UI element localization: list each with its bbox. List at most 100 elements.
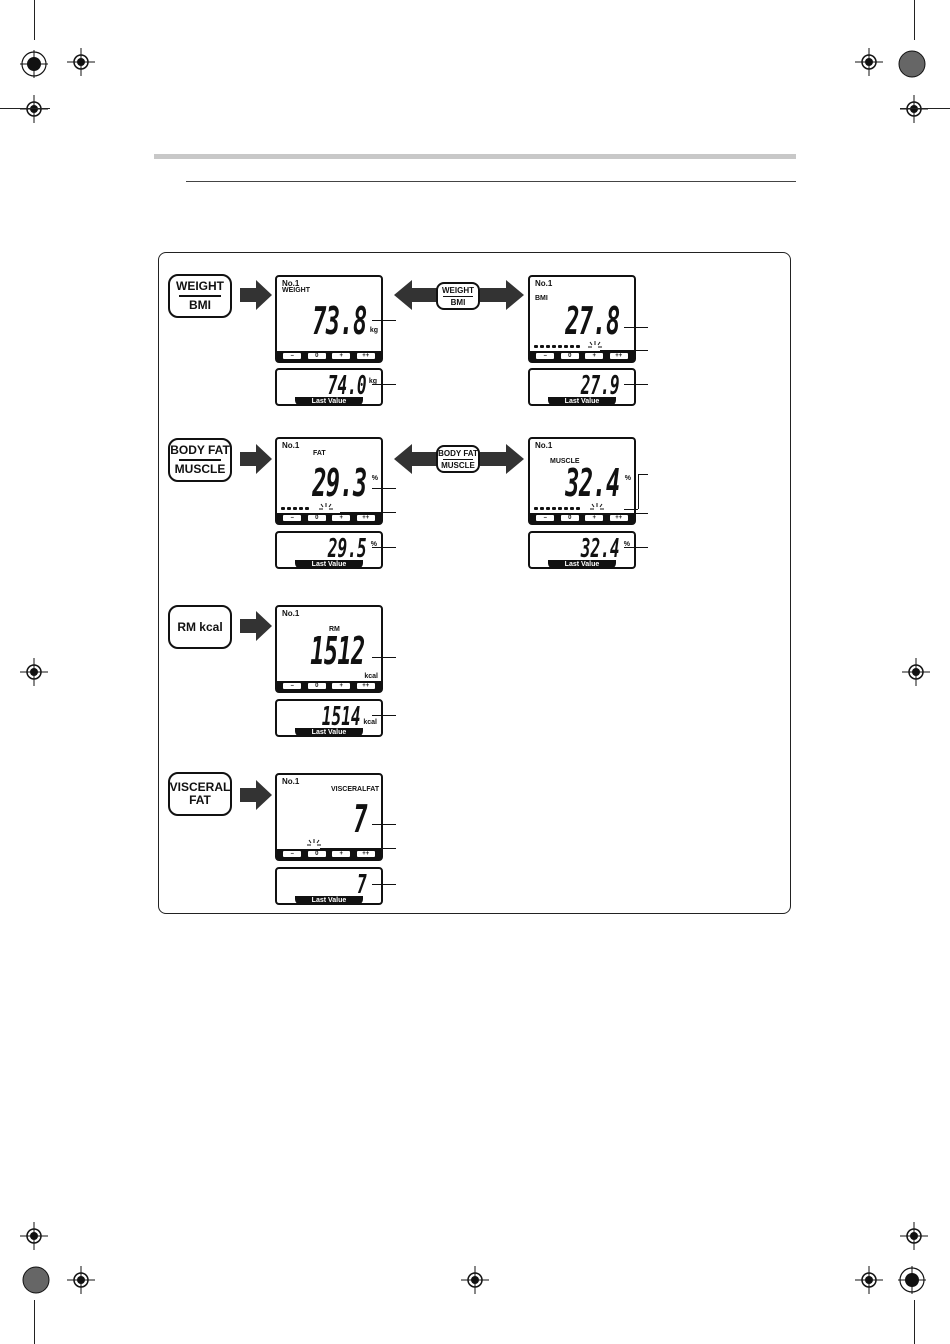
reading-value: 7 [353,797,367,841]
classification-scale: –0+++ [277,681,381,691]
muscle-display: No.1 MUSCLE 32.4 % –0+++ [528,437,636,525]
user-number: No.1 [535,441,553,450]
blink-indicator-icon [588,341,602,348]
diagram-frame [158,252,791,914]
crop-line [914,0,915,40]
crop-line [900,108,950,109]
button-label: RM kcal [177,619,223,634]
classification-scale: –0+++ [530,351,634,361]
user-number: No.1 [282,441,300,450]
weight-bmi-toggle[interactable]: WEIGHT BMI [436,282,480,310]
color-bar-icon [22,1266,50,1294]
callout-line [320,848,396,850]
unit-label: kg [369,327,378,334]
mode-label: RM [329,626,340,633]
callout-line [372,320,396,322]
callout-line [340,512,396,514]
muscle-last-value: 32.4 % Last Value [528,531,636,569]
reading-value: 73.8 [312,299,368,343]
button-label-top: BODY FAT [170,443,230,458]
unit-label: % [624,475,631,482]
reading-value: 1512 [310,629,366,673]
crosshair-icon [900,95,928,123]
crosshair-icon [20,658,48,686]
classification-scale: –0+++ [530,513,634,523]
body-fat-muscle-toggle[interactable]: BODY FAT MUSCLE [436,445,480,473]
button-label-bottom: MUSCLE [174,461,226,476]
callout-line [372,488,396,490]
button-label-top: VISCERAL [169,780,231,794]
button-label-top: WEIGHT [176,279,224,294]
last-value-tag: Last Value [295,560,363,569]
crosshair-icon [855,48,883,76]
last-reading: 32.4 [581,534,620,564]
callout-line [372,547,396,549]
arrow-right-icon [240,780,272,810]
callout-line [638,474,648,476]
mode-label: MUSCLE [550,458,580,465]
reading-value: 32.4 [565,461,621,505]
arrow-right-icon [480,444,524,474]
weight-bmi-button[interactable]: WEIGHT BMI [168,274,232,318]
unit-label: % [623,541,630,548]
callout-line [372,824,396,826]
last-reading: 7 [357,870,367,900]
fat-display: No.1 FAT 29.3 % –0+++ [275,437,383,525]
reading-value: 29.3 [312,461,368,505]
last-reading: 29.5 [328,534,367,564]
last-value-tag: Last Value [295,397,363,406]
crop-line [34,1300,35,1344]
last-value-tag: Last Value [548,397,616,406]
mode-label: BMI [535,295,548,302]
arrow-left-icon [394,280,438,310]
rm-kcal-button[interactable]: RM kcal [168,605,232,649]
last-reading: 1514 [322,702,361,732]
crop-line [914,1300,915,1344]
visceral-last-value: 7 Last Value [275,867,383,905]
bmi-display: No.1 BMI 27.8 –0+++ [528,275,636,363]
callout-line [600,350,648,352]
button-label-bottom: BMI [189,297,211,312]
crosshair-icon [900,1222,928,1250]
blink-indicator-icon [319,503,333,510]
weight-last-value: 74.0 kg Last Value [275,368,383,406]
callout-line [600,513,648,515]
visceral-fat-button[interactable]: VISCERAL FAT [168,772,232,816]
rm-last-value: 1514 kcal Last Value [275,699,383,737]
unit-label: % [371,475,378,482]
unit-label: kg [368,378,377,385]
crop-line [34,0,35,40]
crosshair-icon [20,1222,48,1250]
rm-display: No.1 RM 1512 kcal –0+++ [275,605,383,693]
last-value-tag: Last Value [548,560,616,569]
body-fat-muscle-button[interactable]: BODY FAT MUSCLE [168,438,232,482]
callout-line [624,327,648,329]
crosshair-icon [67,48,95,76]
header-subrule [186,181,796,182]
callout-line [372,715,396,717]
last-value-tag: Last Value [295,896,363,905]
mode-label: VISCERALFAT [331,786,380,793]
crosshair-icon [461,1266,489,1294]
arrow-right-icon [240,280,272,310]
crosshair-icon [902,658,930,686]
arrow-right-icon [240,611,272,641]
last-reading: 27.9 [581,371,620,401]
visceral-display: No.1 VISCERALFAT 7 –0+++ [275,773,383,861]
blink-indicator-icon [590,503,604,510]
user-number: No.1 [282,609,300,618]
unit-label: % [370,541,377,548]
unit-label: kcal [364,673,378,680]
toggle-label-top: BODY FAT [438,448,478,458]
toggle-label-bottom: MUSCLE [441,460,475,470]
toggle-label-bottom: BMI [450,297,466,307]
last-reading: 74.0 [328,371,367,401]
bmi-last-value: 27.9 Last Value [528,368,636,406]
last-value-tag: Last Value [295,728,363,737]
callout-line [624,384,648,386]
weight-display: No.1 WEIGHT 73.8 kg –0+++ [275,275,383,363]
crosshair-icon [855,1266,883,1294]
mode-label: WEIGHT [282,287,310,294]
callout-line [372,657,396,659]
user-number: No.1 [535,279,553,288]
